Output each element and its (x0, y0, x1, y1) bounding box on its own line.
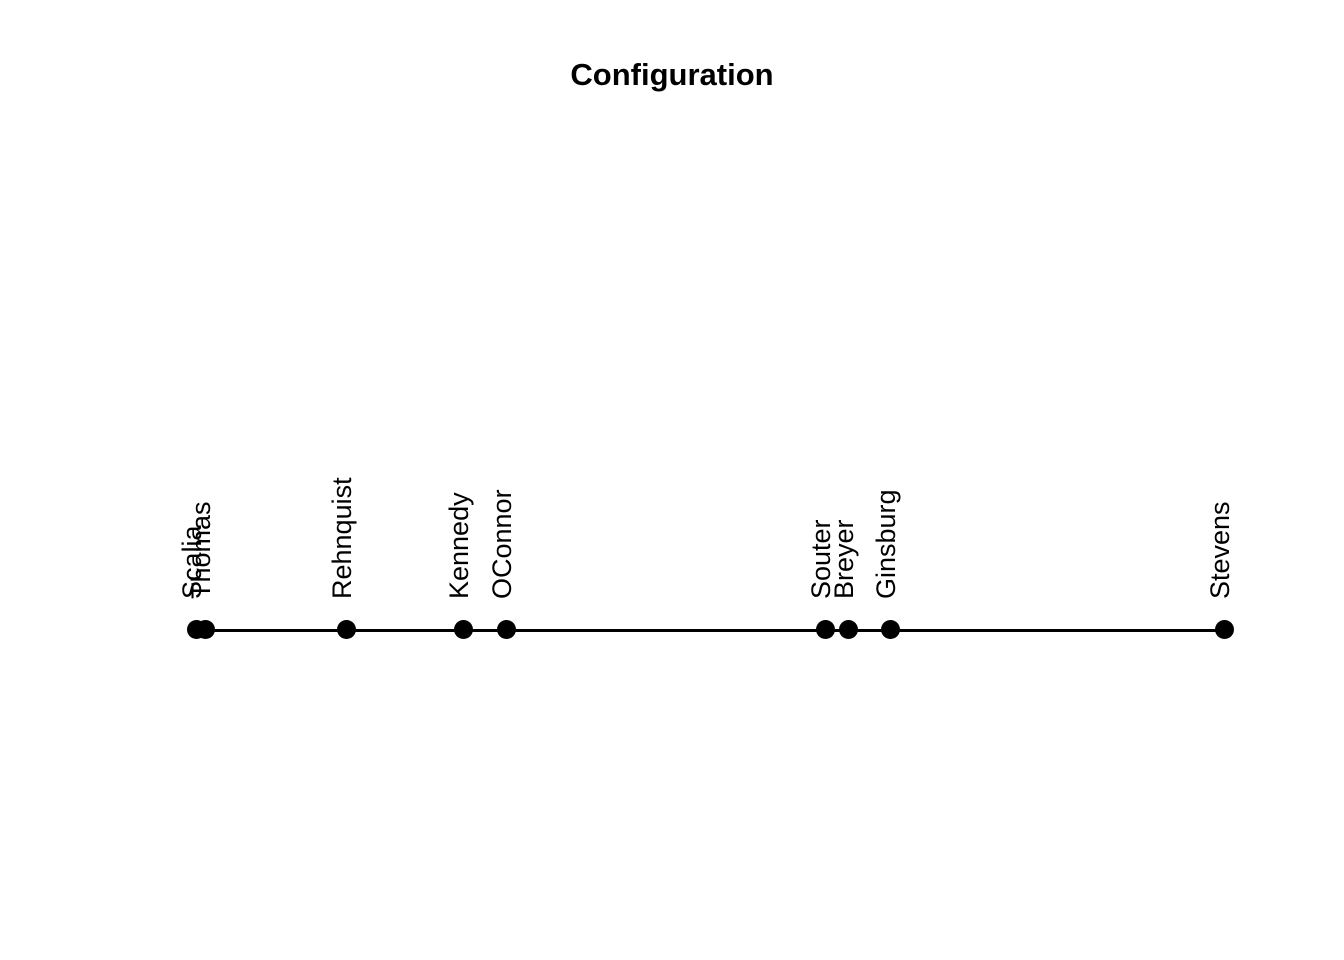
data-point (815, 619, 835, 639)
point-label: OConnor (487, 489, 517, 599)
point-label: Rehnquist (327, 477, 357, 599)
data-point (838, 619, 858, 639)
data-point (880, 619, 900, 639)
point-label: Thomas (186, 501, 216, 599)
data-point (1214, 619, 1234, 639)
axis-line (196, 629, 1224, 632)
point-label: Breyer (829, 519, 859, 599)
data-point (496, 619, 516, 639)
point-label: Kennedy (444, 492, 474, 599)
data-point (453, 619, 473, 639)
page-title: Configuration (570, 57, 774, 92)
point-label: Stevens (1205, 501, 1235, 599)
data-point (195, 619, 215, 639)
data-point (336, 619, 356, 639)
point-label: Ginsburg (871, 489, 901, 599)
